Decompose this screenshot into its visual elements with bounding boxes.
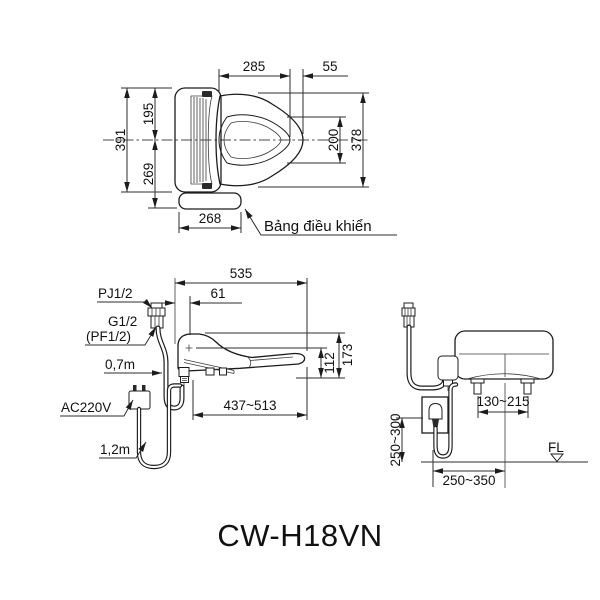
hinge-hatch-lines [193,97,207,183]
rear-fitting-top [403,302,414,309]
dim-250-300: 250~300 [388,414,423,467]
dim-391-text: 391 [113,129,128,152]
dim-112: 112 [196,347,337,378]
floor-level-symbol: FL [548,440,565,463]
inlet-valve-block [178,367,190,377]
inlet-spigot [180,376,189,383]
floor-level-triangle-icon [549,453,565,463]
body-unit-outline [174,87,222,193]
rear-fitting-nut [401,307,416,317]
dim-130-215-text: 130~215 [477,394,530,409]
nozzle-center-mark [185,344,193,352]
rear-bottom-arc [466,373,542,380]
dim-130-215: 130~215 [477,394,530,418]
dim-391: 391 [113,87,172,193]
dim-250-300-text: 250~300 [388,414,403,467]
control-panel-outline [178,192,242,210]
toilet-lid-plan [174,87,304,210]
hose-fitting-nut [147,307,166,317]
top-view: 391 195 269 285 55 200 [103,59,397,236]
bidet-seat-profile [177,333,306,387]
dim-269-text: 269 [141,163,156,186]
dim-173-text: 173 [340,344,355,367]
power-plug-body [128,390,151,410]
dim-61-text: 61 [210,286,225,301]
dim-200: 200 [287,116,346,164]
water-supply-hose [147,302,185,411]
power-label: AC220V [61,400,111,415]
wall-outlet [421,382,459,459]
control-panel-label: Bảng điều khiển [264,218,372,235]
lid-outline [215,93,304,187]
dim-535: 535 [175,266,308,351]
rear-body-seam [459,353,549,377]
g-fitting-label: G1/2 [108,314,137,329]
outlet-plug-glyph [428,402,443,420]
rear-body-outline [454,330,554,380]
control-panel-callout: Bảng điều khiển [244,208,397,236]
plug-prong-b [142,385,146,392]
dim-112-text: 112 [322,352,337,374]
rear-view: 130~215 250~300 FL 250~350 [388,302,588,488]
dim-195-text: 195 [141,103,156,126]
dim-55: 55 [302,59,348,134]
rear-bolt-right [523,382,532,395]
fitting-callouts: PJ1/2 G1/2 (PF1/2) 0,7m AC220V 1,2m [60,286,162,459]
rear-valve-box [437,355,459,381]
dim-269: 269 [141,140,177,209]
rear-bolt-right-flange [520,378,535,384]
power-plug-cord [128,383,183,470]
seat-opening-outer [218,114,291,166]
dim-437-513: 437~513 [192,367,308,420]
seat-profile-outline [177,333,306,372]
mount-bolt-b [219,367,227,376]
model-title: CW-H18VN [217,518,382,553]
dim-285-text: 285 [243,59,266,74]
hinge-cap-top [202,91,212,97]
seat-opening-inner [223,121,282,159]
dim-250-350: 250~350 [432,450,505,488]
cord-length-label: 1,2m [100,442,130,457]
dim-250-350-text: 250~350 [443,473,496,488]
hose-length-label: 0,7m [105,357,135,372]
hose-fitting-top [150,302,163,309]
rear-bolt-left [473,382,482,395]
side-view: 535 61 [60,266,355,470]
mount-bolt-a [205,367,215,376]
plug-prong-a [133,385,137,392]
dim-268: 268 [178,211,242,233]
dim-195: 195 [141,88,158,140]
rear-bolt-left-flange [470,378,485,384]
outlet-plug-stem [432,419,439,428]
seat-surface-line [249,356,294,361]
dim-200-text: 200 [326,129,341,152]
floor-level-label: FL [548,440,564,455]
dim-378-text: 378 [349,129,364,152]
dim-285: 285 [218,59,291,137]
dim-268-text: 268 [199,211,222,226]
seat-hinge-curve [247,357,252,368]
pf-fitting-label: (PF1/2) [86,329,131,344]
dim-378: 378 [258,92,369,188]
dim-535-text: 535 [230,266,253,281]
pj-fitting-label: PJ1/2 [98,286,133,301]
dim-55-text: 55 [322,59,337,74]
dim-437-513-text: 437~513 [224,398,277,413]
hinge-cap-bottom [202,183,212,189]
